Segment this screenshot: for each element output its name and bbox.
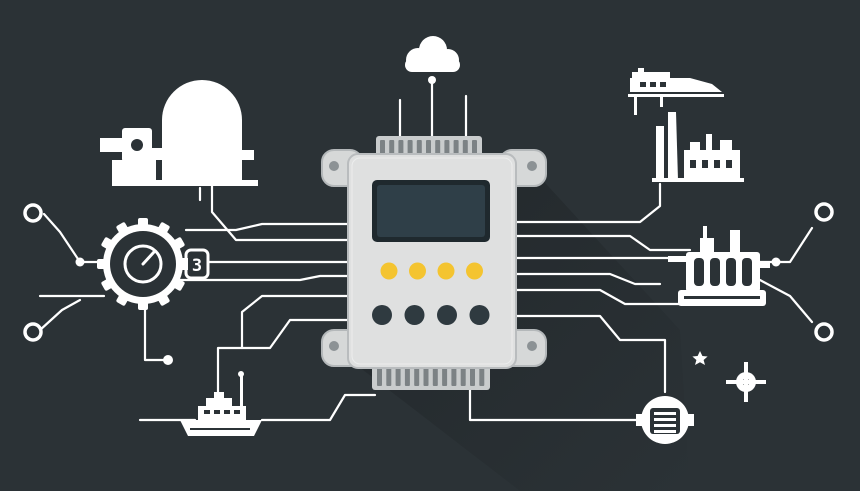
node-left-bottom — [23, 322, 43, 342]
top-pin — [389, 140, 395, 154]
top-pin — [472, 140, 477, 154]
bottom-pin — [423, 368, 429, 386]
top-pin — [444, 140, 450, 154]
node-right-bottom — [814, 322, 834, 342]
node-left-dot — [75, 257, 85, 267]
gauge-counter-label: 3 — [192, 256, 202, 276]
left-wiring — [38, 178, 377, 422]
bottom-pin — [442, 368, 448, 386]
bottom-pin — [460, 368, 466, 386]
top-pin — [407, 140, 413, 154]
ship-icon — [180, 371, 262, 436]
meter-icon — [636, 396, 694, 444]
indicator-light — [380, 262, 398, 280]
control-button[interactable] — [437, 305, 457, 325]
control-button[interactable] — [404, 305, 425, 325]
bottom-pin — [404, 368, 410, 386]
controller — [321, 136, 547, 390]
bottom-pin — [414, 368, 420, 386]
top-pin — [435, 140, 441, 154]
bottom-pin — [386, 368, 392, 386]
bottom-pin — [432, 368, 438, 386]
indicator-light — [466, 262, 483, 280]
indicator-light — [437, 262, 455, 280]
bottom-pin — [377, 368, 382, 386]
right-wiring — [468, 182, 814, 422]
cloud-node — [428, 76, 436, 84]
controller-top-pins — [376, 136, 482, 158]
top-pin — [462, 140, 468, 154]
train-icon — [628, 68, 724, 115]
node-left-top — [23, 203, 43, 223]
cloud-icon — [405, 36, 460, 72]
node-right-top — [814, 202, 834, 222]
gear-gauge-icon: 3 — [97, 218, 210, 310]
bottom-pin — [479, 368, 485, 386]
indicator-light — [409, 262, 426, 280]
bottom-pin — [470, 368, 475, 386]
top-pin — [453, 140, 459, 154]
node-left-end — [163, 355, 173, 365]
top-pin — [398, 140, 404, 154]
top-pin — [426, 140, 431, 154]
observatory-icon — [100, 80, 258, 186]
control-button[interactable] — [372, 305, 392, 325]
bottom-pin — [395, 368, 401, 386]
control-button[interactable] — [469, 305, 490, 325]
bottom-pin — [451, 368, 457, 386]
indicator-lights — [380, 262, 483, 280]
factory-icon — [652, 112, 744, 182]
target-icon — [726, 362, 766, 402]
node-right-dot — [771, 257, 781, 267]
refinery-icon — [668, 226, 770, 306]
star-icon — [692, 351, 708, 365]
top-wiring — [398, 78, 468, 142]
top-pin — [416, 140, 422, 154]
top-pin — [380, 140, 385, 154]
control-buttons — [372, 305, 490, 325]
controller-shadow — [350, 150, 690, 491]
